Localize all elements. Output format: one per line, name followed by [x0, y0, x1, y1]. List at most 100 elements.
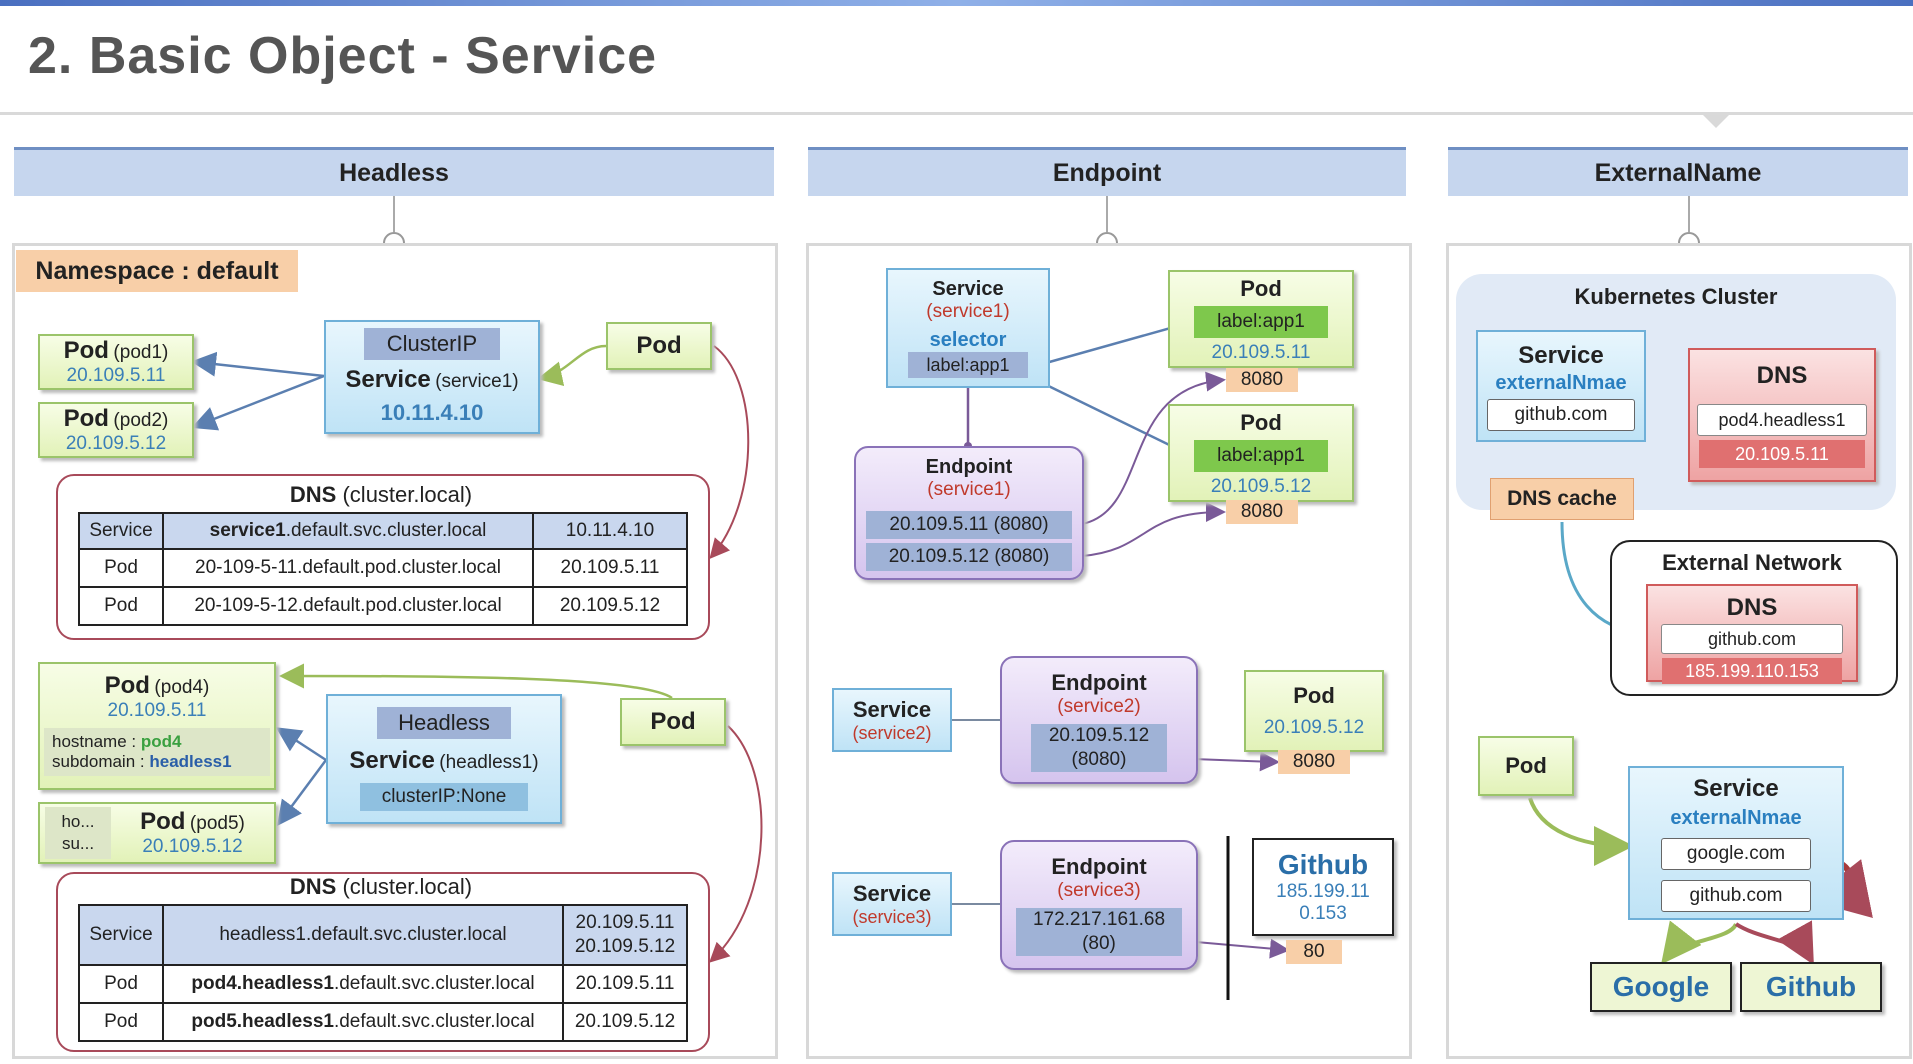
dns2-row2-kind: Pod [78, 1002, 164, 1042]
ep-service2-label: Service [852, 696, 932, 722]
dns2-title-label: DNS [289, 874, 337, 899]
table-row: Service headless1.default.svc.cluster.lo… [78, 904, 688, 966]
dns2-row0-name: headless1.default.svc.cluster.local [162, 904, 564, 966]
top-accent-bar [0, 0, 1913, 6]
ep-service3-label: Service [852, 880, 932, 906]
column-header-headless: Headless [14, 147, 774, 196]
ep-github-ip2: 0.153 [1299, 903, 1347, 924]
headless1-name: (headless1) [439, 752, 539, 773]
title-divider [0, 112, 1913, 115]
pod1-ip: 20.109.5.11 [66, 365, 166, 386]
ext-net-dns-label: DNS [1726, 594, 1778, 621]
ep-endpoint3-box: Endpoint (service3) 172.217.161.68 (80) [1000, 840, 1198, 970]
ext-service2-label: Service [1693, 774, 1779, 802]
ext-net-dns-box: DNS github.com 185.199.110.153 [1646, 584, 1858, 684]
ep-service1-name: (service1) [926, 301, 1010, 322]
ep-pod-a-port: 8080 [1226, 368, 1298, 392]
ep-endpoint3-addr: 172.217.161.68 (80) [1016, 908, 1182, 956]
ep-service1-sel-label: label:app1 [908, 352, 1028, 378]
ep-pod-a-tag: label:app1 [1194, 306, 1328, 338]
ep-service1-label: Service [932, 278, 1004, 300]
ep-service2-box: Service (service2) [832, 688, 952, 752]
ext-dns-entry: pod4.headless1 [1697, 404, 1867, 436]
table-row: Pod pod4.headless1.default.svc.cluster.l… [78, 964, 688, 1004]
ep-service3-name: (service3) [852, 906, 932, 927]
ep-endpoint1-label: Endpoint [925, 456, 1013, 478]
pod4-subdomain-label: subdomain : [52, 752, 145, 771]
ext-service-value: github.com [1487, 398, 1635, 431]
pod4-box: Pod (pod4) 20.109.5.11 hostname : pod4 s… [38, 662, 276, 790]
dns2-row2-name: pod5.headless1.default.svc.cluster.local [162, 1002, 564, 1042]
dns1-table: Service service1.default.svc.cluster.loc… [78, 512, 688, 626]
dns2-row2-bold: pod5.headless1 [191, 1011, 334, 1032]
ep-pod-b-port: 8080 [1226, 500, 1298, 524]
dns1-row1-kind: Pod [78, 548, 164, 588]
table-row: Pod 20-109-5-11.default.pod.cluster.loca… [78, 548, 688, 588]
dns1-row0-bold: service1 [209, 520, 286, 541]
column-header-endpoint: Endpoint [808, 147, 1406, 196]
pod4-subdomain: headless1 [149, 752, 232, 771]
pod5-su: su... [61, 834, 95, 853]
ep-pod-b-label: Pod [1240, 410, 1282, 435]
dns2-row1-ip: 20.109.5.11 [562, 964, 688, 1004]
ep-endpoint3-addr2: (80) [1082, 933, 1116, 954]
ep-endpoint3-name: (service3) [1057, 880, 1141, 901]
ext-service2-v1: google.com [1661, 837, 1811, 870]
pod5-name: (pod5) [189, 813, 245, 834]
ep-endpoint3-label: Endpoint [1051, 854, 1147, 879]
ep-endpoint2-box: Endpoint (service2) 20.109.5.12 (8080) [1000, 656, 1198, 784]
dns2-table: Service headless1.default.svc.cluster.lo… [78, 904, 688, 1042]
dns2-row0-ip1: 20.109.5.11 [575, 912, 675, 933]
ext-service2-v2: github.com [1661, 879, 1811, 912]
dns1-title: DNS (cluster.local) [56, 482, 706, 508]
ep-endpoint1-name: (service1) [927, 479, 1011, 500]
dns1-row0-rest: .default.svc.cluster.local [285, 520, 487, 541]
pod-right-2: Pod [620, 698, 726, 746]
google-box: Google [1590, 962, 1732, 1012]
dns2-row2-rest: .default.svc.cluster.local [333, 1011, 535, 1032]
dns2-row2-ip: 20.109.5.12 [562, 1002, 688, 1042]
headless1-box: Headless Service (headless1) clusterIP:N… [326, 694, 562, 824]
pod2-name: (pod2) [113, 410, 169, 431]
dns2-row1-kind: Pod [78, 964, 164, 1004]
ext-service2-ext: externalNmae [1670, 806, 1802, 829]
ep-service1-box: Service (service1) selector label:app1 [886, 268, 1050, 388]
ext-dns-box: DNS pod4.headless1 20.109.5.11 [1688, 348, 1876, 482]
ep-endpoint1-addr2: 20.109.5.12 (8080) [866, 543, 1072, 571]
pod4-ip: 20.109.5.11 [107, 700, 207, 721]
dns2-row1-rest: .default.svc.cluster.local [333, 973, 535, 994]
ep-endpoint1-addr1: 20.109.5.11 (8080) [866, 511, 1072, 539]
ep-endpoint2-addr: 20.109.5.12 (8080) [1031, 724, 1167, 772]
stem-endpoint [1106, 196, 1108, 232]
service1-ip: 10.11.4.10 [380, 400, 484, 425]
ep-pod-a-box: Pod label:app1 20.109.5.11 [1168, 270, 1354, 368]
ep-github-ip1: 185.199.11 [1276, 881, 1370, 902]
pod4-meta: hostname : pod4 subdomain : headless1 [44, 728, 270, 776]
dns1-row0-name: service1.default.svc.cluster.local [162, 512, 534, 550]
ext-pod-box: Pod [1478, 736, 1574, 796]
headless1-clusterip: clusterIP:None [360, 783, 528, 811]
ep-github-port: 80 [1286, 940, 1342, 964]
pod2-box: Pod (pod2) 20.109.5.12 [38, 402, 194, 458]
ep-pod-b-ip: 20.109.5.12 [1210, 476, 1312, 497]
pod4-hostname: pod4 [140, 732, 182, 751]
ep-pod-c-box: Pod 20.109.5.12 [1244, 670, 1384, 752]
pod5-meta: ho... su... [45, 807, 111, 859]
headless1-label: Service [349, 747, 435, 774]
pod4-name: (pod4) [154, 677, 210, 698]
dns2-row1-bold: pod4.headless1 [191, 973, 334, 994]
dns1-title-label: DNS [289, 482, 337, 507]
column-header-externalname: ExternalName [1448, 147, 1908, 196]
ext-service-label: Service [1518, 341, 1604, 369]
dns1-row0-kind: Service [78, 512, 164, 550]
dns1-row2-name: 20-109-5-12.default.pod.cluster.local [162, 586, 534, 626]
ep-pod-c-ip: 20.109.5.12 [1263, 717, 1365, 738]
ext-net-dns-ip: 185.199.110.153 [1662, 658, 1842, 684]
pod5-info: Pod (pod5) 20.109.5.12 [111, 808, 274, 858]
dns2-title: DNS (cluster.local) [56, 874, 706, 900]
pod2-ip: 20.109.5.12 [65, 433, 167, 454]
pod1-name: (pod1) [113, 342, 169, 363]
service1-name: (service1) [435, 371, 519, 392]
dns1-row1-name: 20-109-5-11.default.pod.cluster.local [162, 548, 534, 588]
